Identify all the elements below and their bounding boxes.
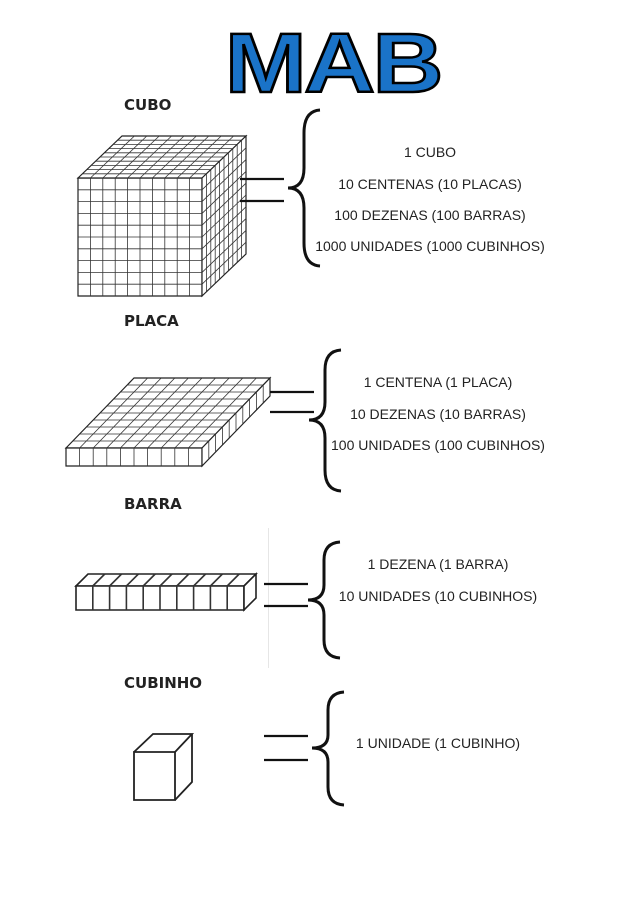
brace-barra-icon <box>307 540 341 660</box>
label-cubinho: CUBINHO <box>124 674 203 692</box>
placa-line-2: 10 DEZENAS (10 BARRAS) <box>350 406 526 422</box>
cubo-line-1: 1 CUBO <box>403 144 457 160</box>
label-cubo: CUBO <box>124 96 172 114</box>
flat-grid-icon <box>64 376 272 468</box>
equals-cubo-icon <box>240 177 284 203</box>
cubo-line-3: 100 DEZENAS (100 BARRAS) <box>334 207 526 223</box>
placa-line-3: 100 UNIDADES (100 CUBINHOS) <box>331 437 545 453</box>
brace-cubinho-icon <box>311 690 345 807</box>
barra-line-1: 1 DEZENA (1 BARRA) <box>367 556 509 572</box>
label-placa: PLACA <box>124 312 179 330</box>
placa-line-1: 1 CENTENA (1 PLACA) <box>363 374 513 390</box>
mab-title: MAB <box>225 16 441 110</box>
cube-grid-icon <box>76 134 248 298</box>
brace-cubo-icon <box>287 108 321 268</box>
mab-logo: MAB <box>224 15 445 112</box>
vertical-divider <box>268 528 269 668</box>
equals-barra-icon <box>264 582 308 608</box>
brace-placa-icon <box>308 348 342 493</box>
unit-cube-icon <box>133 733 195 801</box>
label-barra: BARRA <box>124 495 182 513</box>
barra-line-2: 10 UNIDADES (10 CUBINHOS) <box>338 588 538 604</box>
rod-icon <box>74 572 258 612</box>
equals-placa-icon <box>270 390 314 414</box>
cubo-line-4: 1000 UNIDADES (1000 CUBINHOS) <box>315 238 545 254</box>
cubinho-line-1: 1 UNIDADE (1 CUBINHO) <box>355 735 521 751</box>
equals-cubinho-icon <box>264 734 308 762</box>
cubo-line-2: 10 CENTENAS (10 PLACAS) <box>338 176 522 192</box>
